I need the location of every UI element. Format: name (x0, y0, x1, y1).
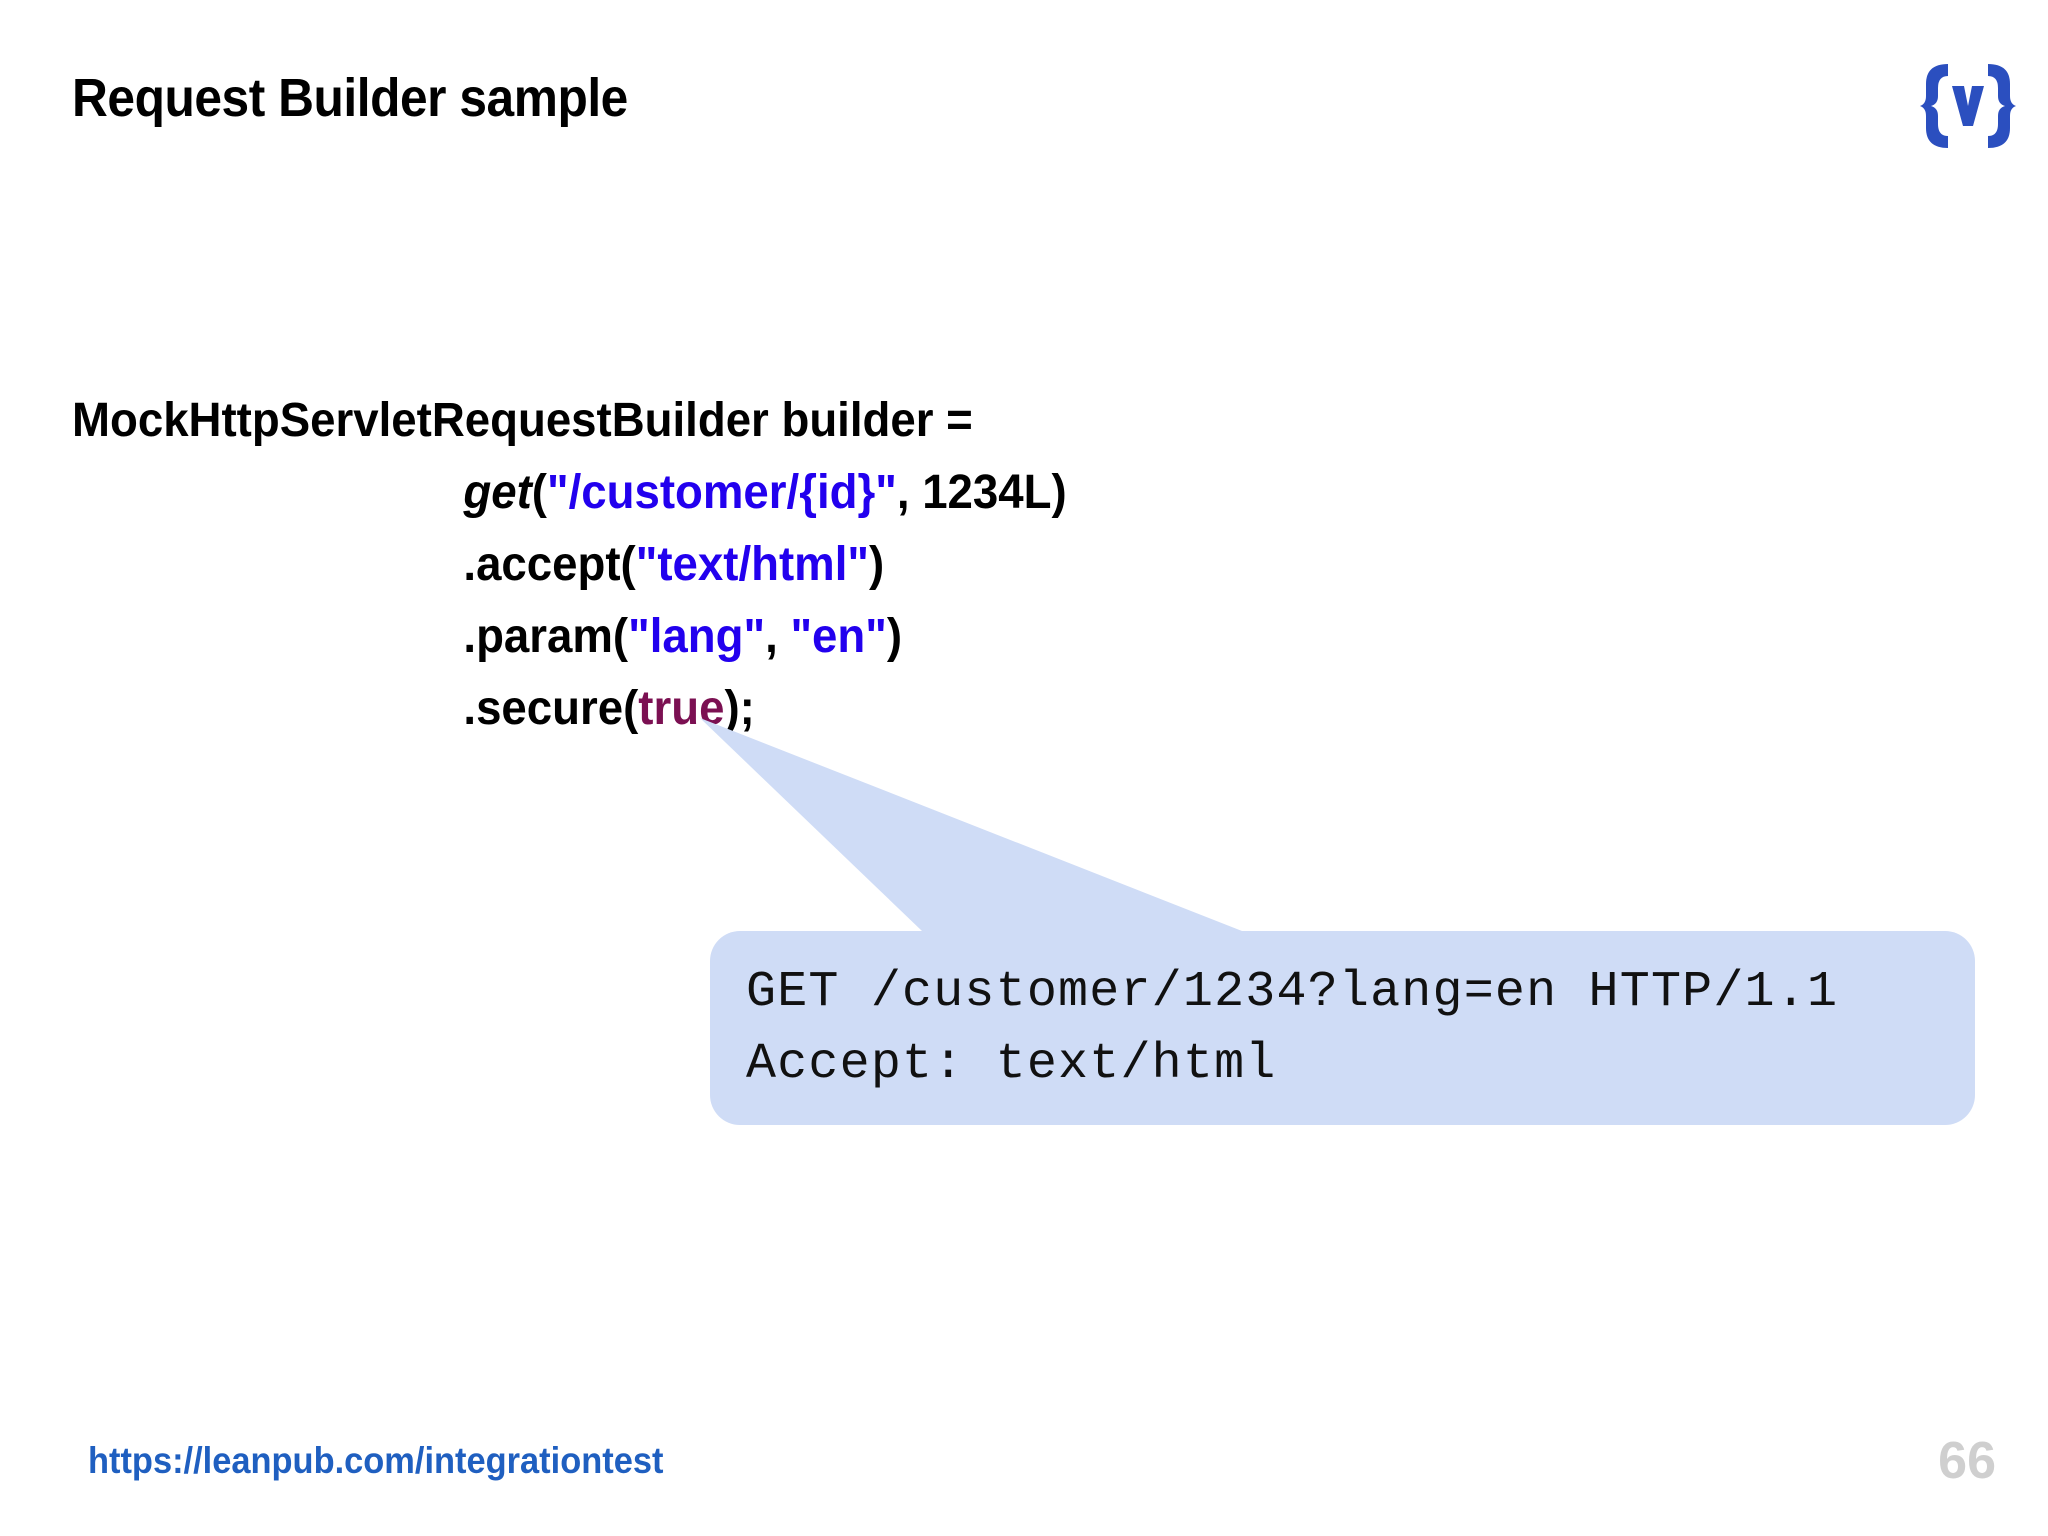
code-token-plain: ); (724, 682, 755, 735)
code-token-string: "lang" (628, 610, 766, 663)
code-token-plain: .accept( (463, 538, 636, 591)
code-token-string: "/customer/{id}" (546, 466, 897, 519)
code-token-string: "en" (790, 610, 887, 663)
code-line: .param("lang", "en") (72, 601, 1067, 673)
code-token-plain: , 1234L) (896, 466, 1067, 519)
code-token-plain: MockHttpServletRequestBuilder builder = (72, 394, 973, 447)
callout-line: GET /customer/1234?lang=en HTTP/1.1 (746, 964, 1839, 1021)
code-line: .accept("text/html") (72, 529, 1067, 601)
code-token-plain: , (765, 610, 791, 663)
code-token-plain: ) (868, 538, 885, 591)
page-title: Request Builder sample (72, 68, 628, 128)
paren-y-logo-icon (1918, 58, 2018, 154)
code-token-string: "text/html" (635, 538, 869, 591)
code-token-plain: ( (531, 466, 547, 519)
code-token-boolean: true (638, 682, 725, 735)
page-number: 66 (1938, 1432, 1996, 1490)
code-block: MockHttpServletRequestBuilder builder = g… (72, 385, 1067, 745)
code-line: get("/customer/{id}", 1234L) (72, 457, 1067, 529)
code-token-plain: ) (886, 610, 903, 663)
code-token-plain: .secure( (463, 682, 639, 735)
code-token-plain: .param( (463, 610, 629, 663)
code-line: MockHttpServletRequestBuilder builder = (72, 385, 1067, 457)
code-line: .secure(true); (72, 673, 1067, 745)
footer-link[interactable]: https://leanpub.com/integrationtest (88, 1440, 664, 1481)
code-token-keyword: get (463, 466, 532, 519)
callout-line: Accept: text/html (746, 1036, 1277, 1093)
